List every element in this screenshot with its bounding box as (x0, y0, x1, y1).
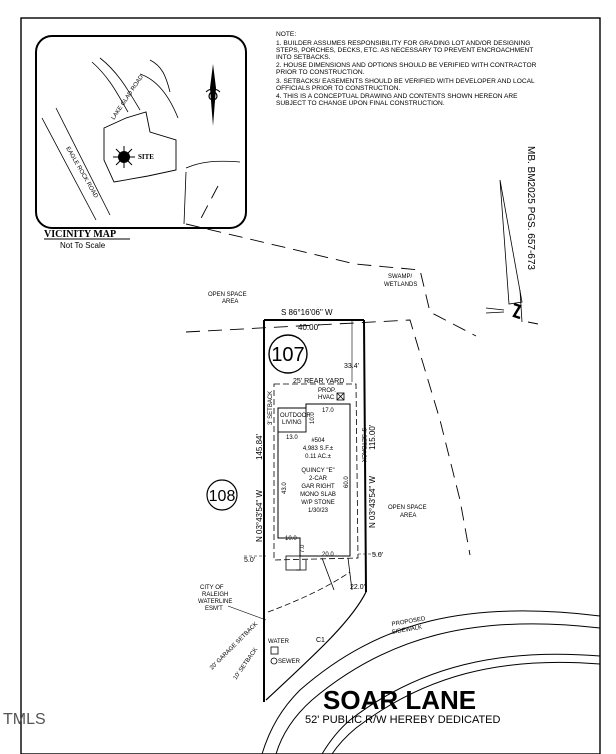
sewer-cleanout-icon (270, 657, 278, 665)
lot-number: 107 (271, 344, 304, 366)
house-dim: 60.0 (344, 476, 350, 488)
outdoor-living-area (277, 407, 307, 433)
map-site-label: SITE (138, 153, 154, 161)
house-dim: 17.0 (322, 408, 334, 414)
vicinity-map-scale: Not To Scale (60, 241, 106, 250)
sewer-label: SEWER (278, 659, 301, 665)
map-road-label-2: EAGLE ROCK ROAD (64, 146, 99, 200)
setback-right-dim: 5.0' (372, 552, 383, 559)
neighbor-lot-number: 108 (209, 488, 236, 505)
house-dim: 7.0 (300, 544, 306, 553)
lot-left-bearing: N 03°43'54" W (255, 490, 264, 542)
setback-left-dim: 5.0' (244, 557, 255, 564)
driveway (296, 557, 353, 591)
neighbor-lot-circle (206, 479, 238, 511)
area-boundaries (185, 185, 477, 556)
water-label: WATER (268, 639, 290, 645)
hvac-label: PROP. (318, 388, 336, 394)
right-setback-label: 3' SETBACK (360, 428, 366, 462)
house-info-line: 0.11 AC.± (305, 454, 332, 460)
waterline-label: WATERLINE (198, 599, 232, 605)
outdoor-living-label: OUTDOOR (280, 413, 311, 419)
leader-line (227, 605, 267, 621)
street-name: SOAR LANE (323, 685, 476, 715)
hvac-icon (336, 392, 345, 401)
note-line: STEPS, PORCHES, DECKS, ETC. AS NECESSARY… (276, 47, 533, 54)
house-dim: 10.0 (310, 412, 316, 424)
note-line: SUBJECT TO CHANGE UPON FINAL CONSTRUCTIO… (276, 100, 445, 107)
house-info-line: 2-CAR (309, 476, 328, 482)
lot-right-distance: 115.00' (368, 424, 377, 450)
house-dim: 10.0 (285, 536, 297, 542)
setback-lines (273, 383, 359, 561)
front-stoop (285, 555, 301, 571)
north-arrow-icon (485, 179, 539, 325)
swamp-label: WETLANDS (384, 282, 417, 288)
mls-watermark: TMLS (3, 711, 46, 728)
north-arrow-icon (205, 64, 221, 126)
lot-boundary (263, 319, 367, 702)
waterline-label: ESM'T (205, 606, 223, 612)
street-curves (261, 610, 601, 754)
open-space-label: AREA (222, 299, 238, 305)
rear-dim: 33.4' (344, 363, 359, 370)
sidewalk-label: SIDEWALK (391, 625, 422, 636)
house-info: #504 4,983 S.F.± 0.11 AC.± QUINCY "E" 2-… (300, 438, 336, 514)
open-space-label: OPEN SPACE (208, 292, 247, 298)
sheet-border (20, 17, 601, 754)
vicinity-map-title: VICINITY MAP (44, 229, 116, 240)
curve-label: C1 (316, 637, 325, 644)
house-info-line: 4,983 S.F.± (303, 446, 334, 452)
vicinity-map (35, 35, 247, 229)
house-info-line: #504 (311, 438, 325, 444)
garage-setback-label: 20' GARAGE SETBACK (209, 621, 259, 671)
left-setback-label: 3' SETBACK (268, 391, 274, 425)
house-info-line: 1/30/23 (308, 508, 329, 514)
swamp-label: SWAMP/ (388, 274, 412, 280)
hvac-label: HVAC (318, 395, 335, 401)
house-info-line: MONO SLAB (300, 492, 336, 498)
house-info-line: QUINCY "E" (301, 468, 334, 474)
lot-left-distance: 145.84' (255, 434, 264, 460)
lot-number-circle (268, 334, 308, 374)
lot-top-distance: 40.00' (298, 323, 320, 332)
note-line: INTO SETBACKS. (276, 54, 331, 61)
front-setback-label: 10' SETBACK (233, 647, 259, 681)
lot-right-bearing: N 03°43'54" W (368, 476, 377, 528)
house-dim: 20.0 (322, 552, 334, 558)
note-line: PRIOR TO CONSTRUCTION. (276, 69, 365, 76)
waterline-label: RALEIGH (202, 592, 228, 598)
front-dim: 22.0' (350, 584, 365, 591)
notes-block: NOTE: 1. BUILDER ASSUMES RESPONSIBILITY … (276, 31, 537, 107)
sidewalk-label: PROPOSED (391, 616, 426, 628)
book-reference: MB. BM2025 PGS. 657-673 (525, 146, 536, 270)
house-info-line: W/P STONE (301, 500, 334, 506)
open-space-label: AREA (400, 513, 416, 519)
note-line: OFFICIALS PRIOR TO CONSTRUCTION. (276, 85, 400, 92)
site-marker-icon (113, 146, 135, 168)
water-meter-icon (270, 646, 279, 655)
outdoor-living-label: LIVING (282, 420, 302, 426)
house-dim: 13.0 (286, 435, 298, 441)
note-line: 2. HOUSE DIMENSIONS AND OPTIONS SHOULD B… (276, 62, 537, 69)
note-line: 1. BUILDER ASSUMES RESPONSIBILITY FOR GR… (276, 40, 530, 47)
right-of-way-label: 52' PUBLIC R/W HEREBY DEDICATED (305, 714, 501, 726)
waterline-label: CITY OF (200, 585, 224, 591)
lot-top-bearing: S 86°16'06" W (281, 308, 333, 317)
note-line: 3. SETBACKS/ EASEMENTS SHOULD BE VERIFIE… (276, 78, 535, 85)
notes-heading: NOTE: (276, 31, 296, 38)
rear-yard-label: 25' REAR YARD (293, 378, 344, 385)
open-space-label: OPEN SPACE (388, 505, 427, 511)
house-footprint (277, 403, 351, 557)
note-line: 4. THIS IS A CONCEPTUAL DRAWING AND CONT… (276, 93, 518, 100)
house-info-line: GAR RIGHT (301, 484, 335, 490)
garage-setback-line (267, 571, 351, 613)
house-dim: 43.0 (282, 482, 288, 494)
